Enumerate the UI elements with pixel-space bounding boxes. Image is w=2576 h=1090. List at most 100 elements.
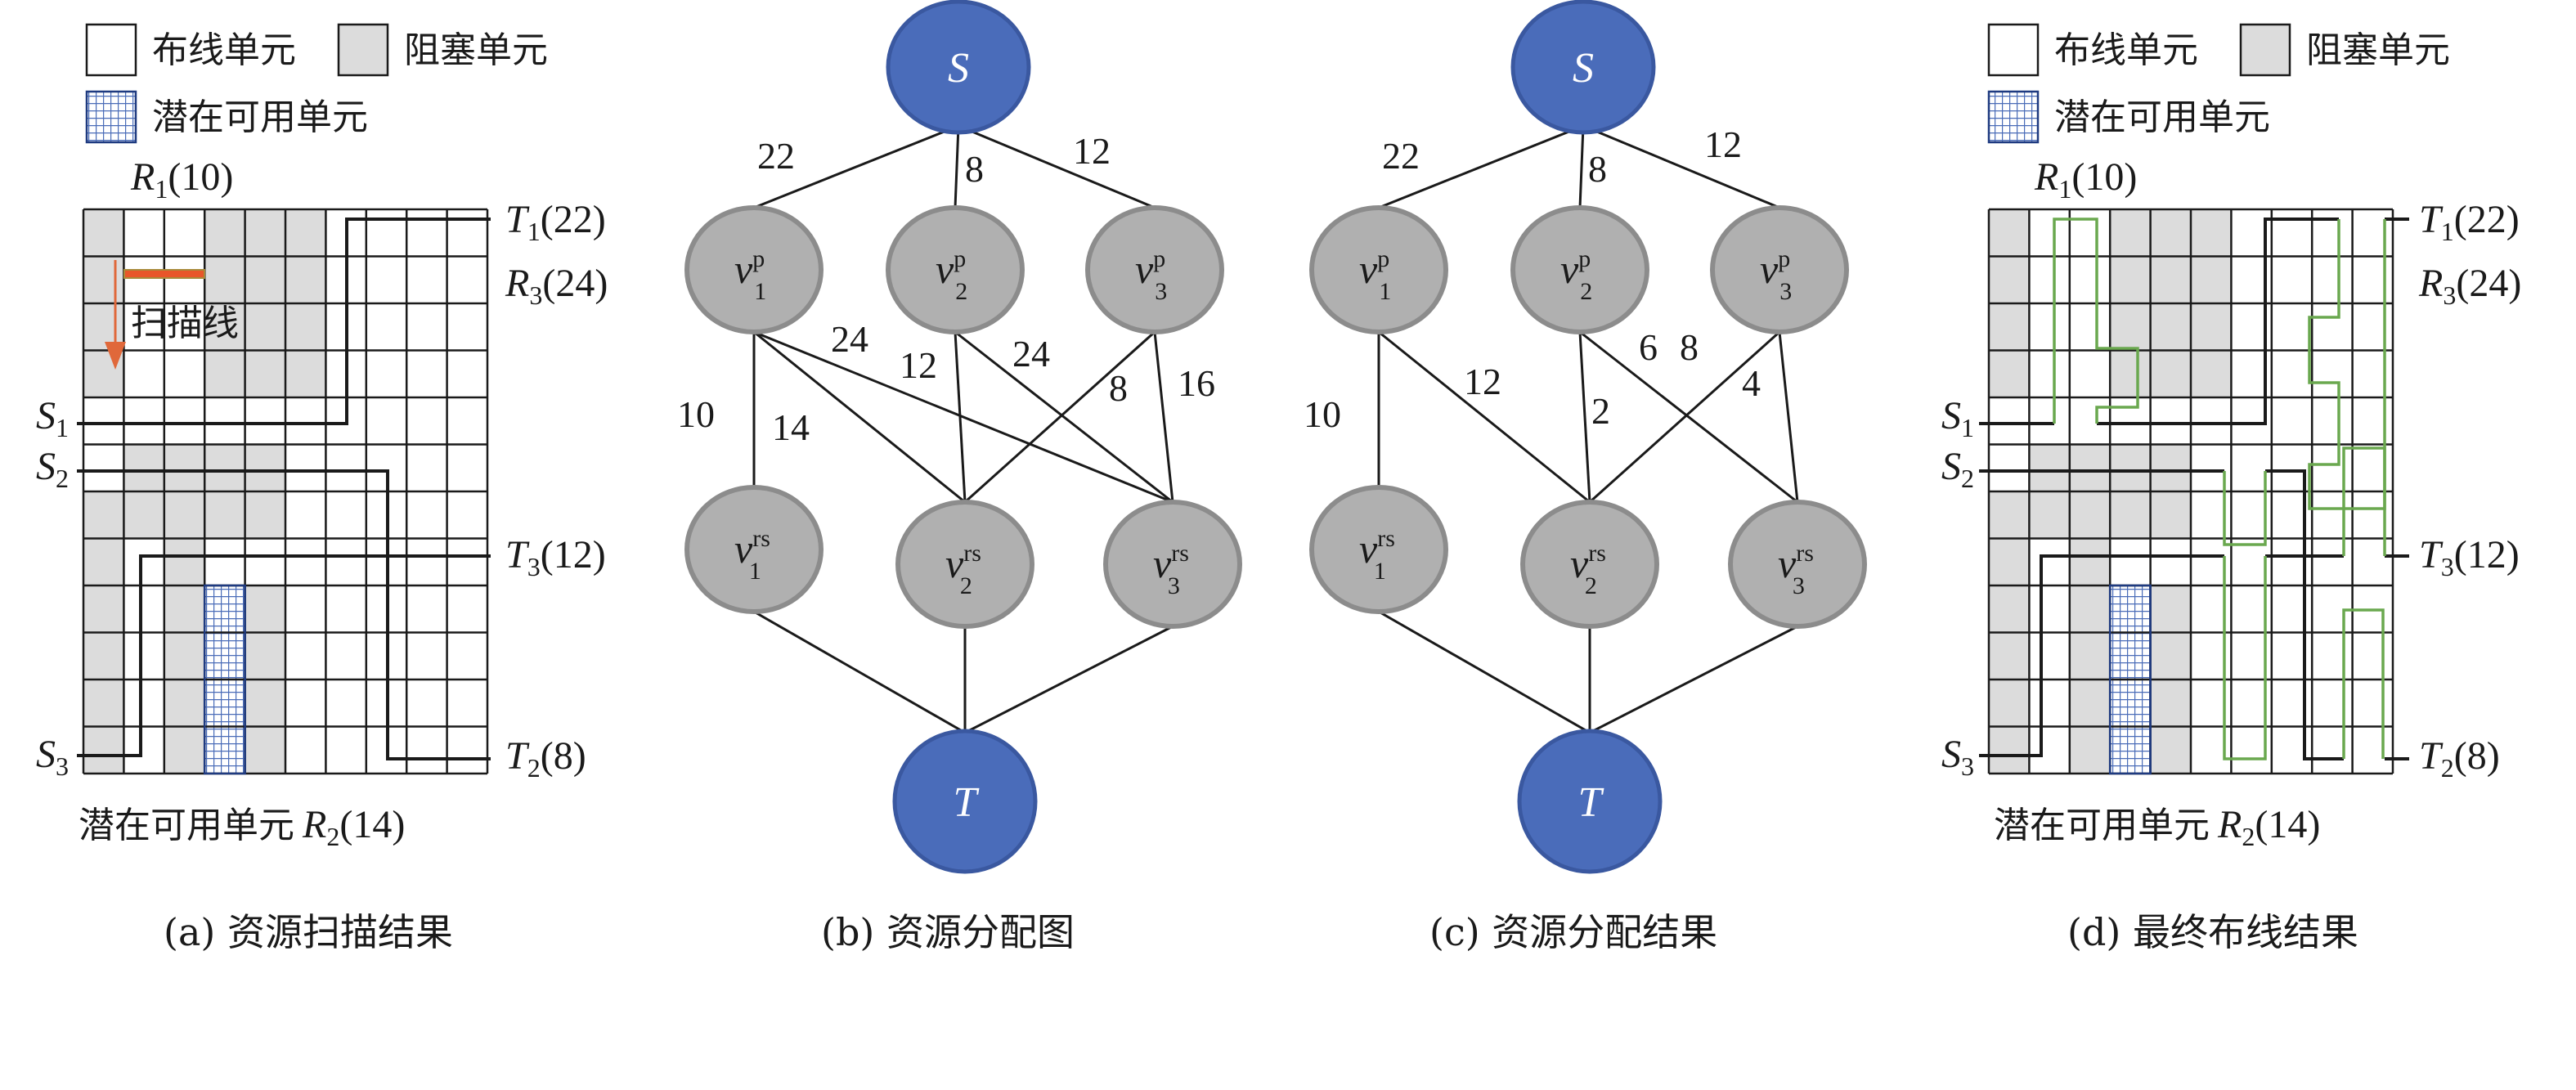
blocked-cell [2110, 256, 2151, 303]
routing-cell [285, 680, 326, 727]
routing-cell [2352, 444, 2393, 491]
label-r1: R1(10) [2034, 155, 2137, 204]
routing-cell [1989, 444, 2030, 491]
edge-weight-v1p-v2rs: 12 [1464, 361, 1501, 402]
blocked-cell [204, 303, 245, 351]
blocked-cell [1989, 256, 2030, 303]
edge-S-v1p [753, 124, 959, 209]
blocked-cell [2150, 209, 2191, 257]
routing-cell [1989, 397, 2030, 445]
label-t2: T2(8) [505, 734, 586, 783]
blocked-cell [2069, 491, 2111, 539]
routing-cell [406, 538, 447, 585]
legend-blocked-swatch [337, 23, 389, 77]
blocked-cell [83, 632, 124, 680]
label-s1: S1 [1941, 394, 1974, 442]
legend-potential-swatch [1987, 90, 2040, 144]
panel-a-resource-scan: 布线单元 阻塞单元 潜在可用单元 R1(10) 扫描线 T1(22) R3(24… [36, 23, 608, 954]
blocked-cell [285, 209, 326, 257]
legend-potential-label: 潜在可用单元 [152, 96, 368, 138]
label-r1: R1(10) [130, 155, 233, 204]
routing-cell [406, 726, 447, 774]
blocked-cell [2150, 632, 2191, 680]
routing-cell [2110, 397, 2151, 445]
resource-node-v2rs [895, 500, 1034, 629]
routing-cell [366, 256, 407, 303]
routing-cell [2352, 538, 2393, 585]
edge-v2p-v2rs [954, 331, 967, 503]
routing-cell [285, 444, 326, 491]
blocked-cell [1989, 209, 2030, 257]
edge-S-v3p [1582, 124, 1780, 209]
blocked-cell [2191, 209, 2232, 257]
edge-v3p-v3rs [1778, 331, 1799, 503]
routing-cell [406, 491, 447, 539]
routing-cell [2312, 726, 2353, 774]
edges-b [752, 124, 1174, 734]
blocked-cell [2029, 491, 2070, 539]
blocked-cell [1989, 585, 2030, 633]
legend-d: 布线单元 阻塞单元 潜在可用单元 [1987, 23, 2450, 144]
routing-cell [2069, 256, 2111, 303]
resource-node-v3rs [1728, 500, 1867, 629]
resource-node-v3p [1085, 205, 1224, 334]
blocked-cell [1989, 491, 2030, 539]
edge-S-v1p [1378, 124, 1584, 209]
blocked-cell [2110, 350, 2151, 397]
label-t3: T3(12) [505, 533, 606, 581]
nets-d [1979, 218, 2409, 760]
routing-grid-d [1987, 208, 2394, 775]
edge-weight-v1p-v1rs: 10 [677, 393, 715, 435]
routing-cell [285, 491, 326, 539]
routing-cell [123, 303, 164, 351]
label-s2: S2 [36, 445, 69, 493]
routing-cell [2069, 397, 2111, 445]
routing-cell [285, 632, 326, 680]
routing-cell [285, 397, 326, 445]
routing-cell [2029, 585, 2070, 633]
resource-node-v1p [684, 205, 824, 334]
edge-weight-v1p-v2rs: 14 [772, 406, 810, 448]
routing-cell [2312, 632, 2353, 680]
resource-node-v2p [1510, 205, 1649, 334]
routing-cell [2191, 397, 2232, 445]
blocked-cell [83, 680, 124, 727]
routing-cell [2271, 256, 2313, 303]
blocked-cell [285, 256, 326, 303]
blocked-cell [2110, 491, 2151, 539]
edge-S-v2p [954, 125, 960, 209]
blocked-cell [204, 491, 245, 539]
edge-weight-s-v2p: 8 [965, 148, 984, 190]
routing-cell [2271, 303, 2313, 351]
blocked-cell [1989, 350, 2030, 397]
routing-cell [2312, 256, 2353, 303]
routing-cell [123, 350, 164, 397]
edge-v2p-v2rs [1578, 331, 1591, 503]
blocked-cell [123, 491, 164, 539]
edge-S-v3p [958, 124, 1156, 209]
blocked-cell [1989, 680, 2030, 727]
blocked-cell [245, 632, 285, 680]
routing-cell [2312, 444, 2353, 491]
caption-b: (b) 资源分配图 [821, 910, 1075, 954]
blocked-cell [245, 209, 285, 257]
routing-cell [2352, 491, 2393, 539]
routing-cell [164, 256, 205, 303]
caption-a: (a) 资源扫描结果 [164, 910, 453, 954]
edge-v3rs-T [964, 625, 1174, 734]
routing-cell [83, 444, 124, 491]
sink-node-label: T [1578, 779, 1604, 826]
routing-cell [447, 632, 487, 680]
routing-cell [164, 209, 205, 257]
potential-region-outline [2108, 584, 2152, 775]
routing-cell [123, 726, 164, 774]
potential-cell [204, 585, 245, 633]
sink-node-label: T [954, 779, 980, 826]
blocked-cell [2029, 444, 2070, 491]
blocked-cell [2069, 585, 2111, 633]
blocked-cell [164, 632, 205, 680]
